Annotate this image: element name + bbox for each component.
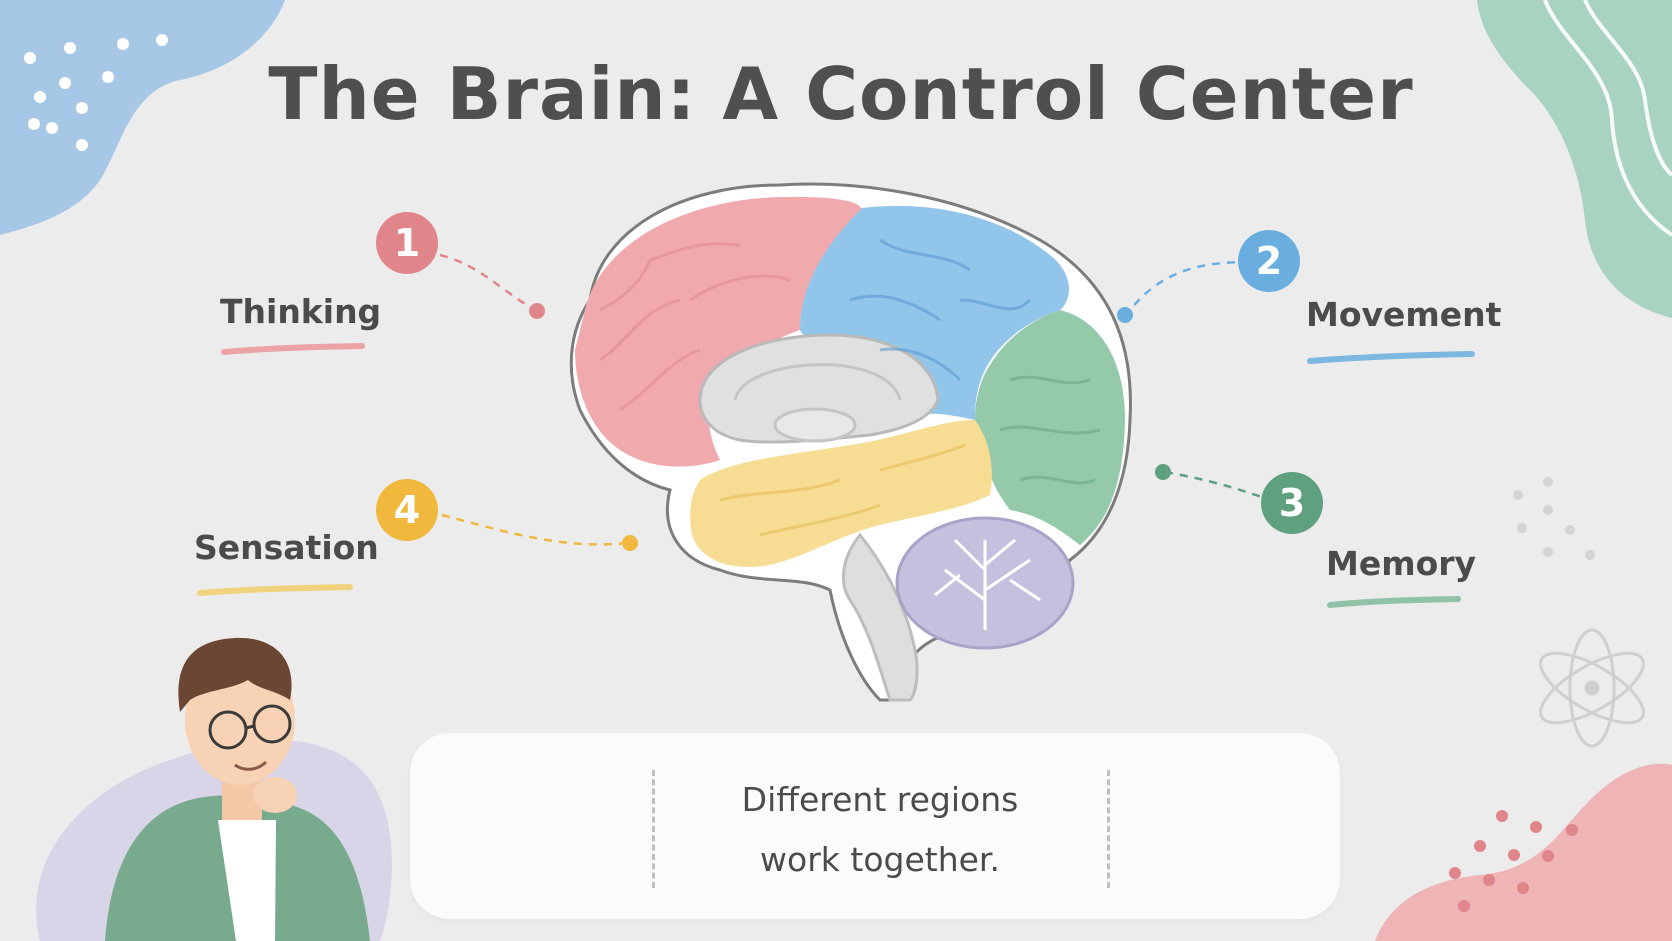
region-badge-3: 3: [1261, 472, 1323, 534]
connector-dot-2: [1117, 307, 1133, 323]
caption-line-1: Different regions: [741, 780, 1019, 819]
region-badge-2: 2: [1238, 230, 1300, 292]
connector-dot-3: [1155, 464, 1171, 480]
connector-lines: [439, 253, 1266, 546]
caption-card: [410, 733, 1340, 919]
connector-dot-4: [622, 535, 638, 551]
person-illustration: [105, 637, 370, 941]
connector-dot-1: [529, 303, 545, 319]
region-badge-1: 1: [376, 212, 438, 274]
temporal-folds: [719, 443, 966, 537]
frontal-folds: [599, 242, 791, 412]
caption-line-2: work together.: [760, 840, 1000, 879]
region-label-movement: Movement: [1306, 295, 1502, 334]
occipital-lobe: [975, 310, 1125, 545]
page-title: The Brain: A Control Center: [268, 52, 1414, 136]
region-badge-4: 4: [376, 479, 438, 541]
green-wave-top-right: [1477, 0, 1672, 318]
region-label-thinking: Thinking: [220, 292, 382, 331]
region-label-memory: Memory: [1326, 544, 1477, 583]
caption-text: Different regions work together.: [700, 770, 1060, 890]
region-label-sensation: Sensation: [194, 528, 379, 567]
card-divider-right: [1107, 770, 1110, 888]
brainstem: [841, 532, 919, 702]
temporal-lobe: [690, 420, 992, 567]
card-divider-left: [652, 770, 655, 888]
brain-illustration: [569, 182, 1132, 702]
dots-right-grey: [1513, 477, 1595, 560]
blue-blob-top-left: [0, 0, 285, 235]
inner-brain-structures: [698, 333, 940, 444]
pink-blob-bottom-right: [1375, 763, 1672, 941]
dots-top-left: [24, 34, 168, 151]
occipital-folds: [999, 375, 1101, 485]
parietal-lobe: [800, 205, 1070, 420]
cerebellum-tree: [934, 538, 1041, 630]
atom-icon: [1539, 628, 1645, 748]
dots-bottom-right: [1449, 810, 1578, 912]
parietal-folds: [849, 238, 1032, 382]
